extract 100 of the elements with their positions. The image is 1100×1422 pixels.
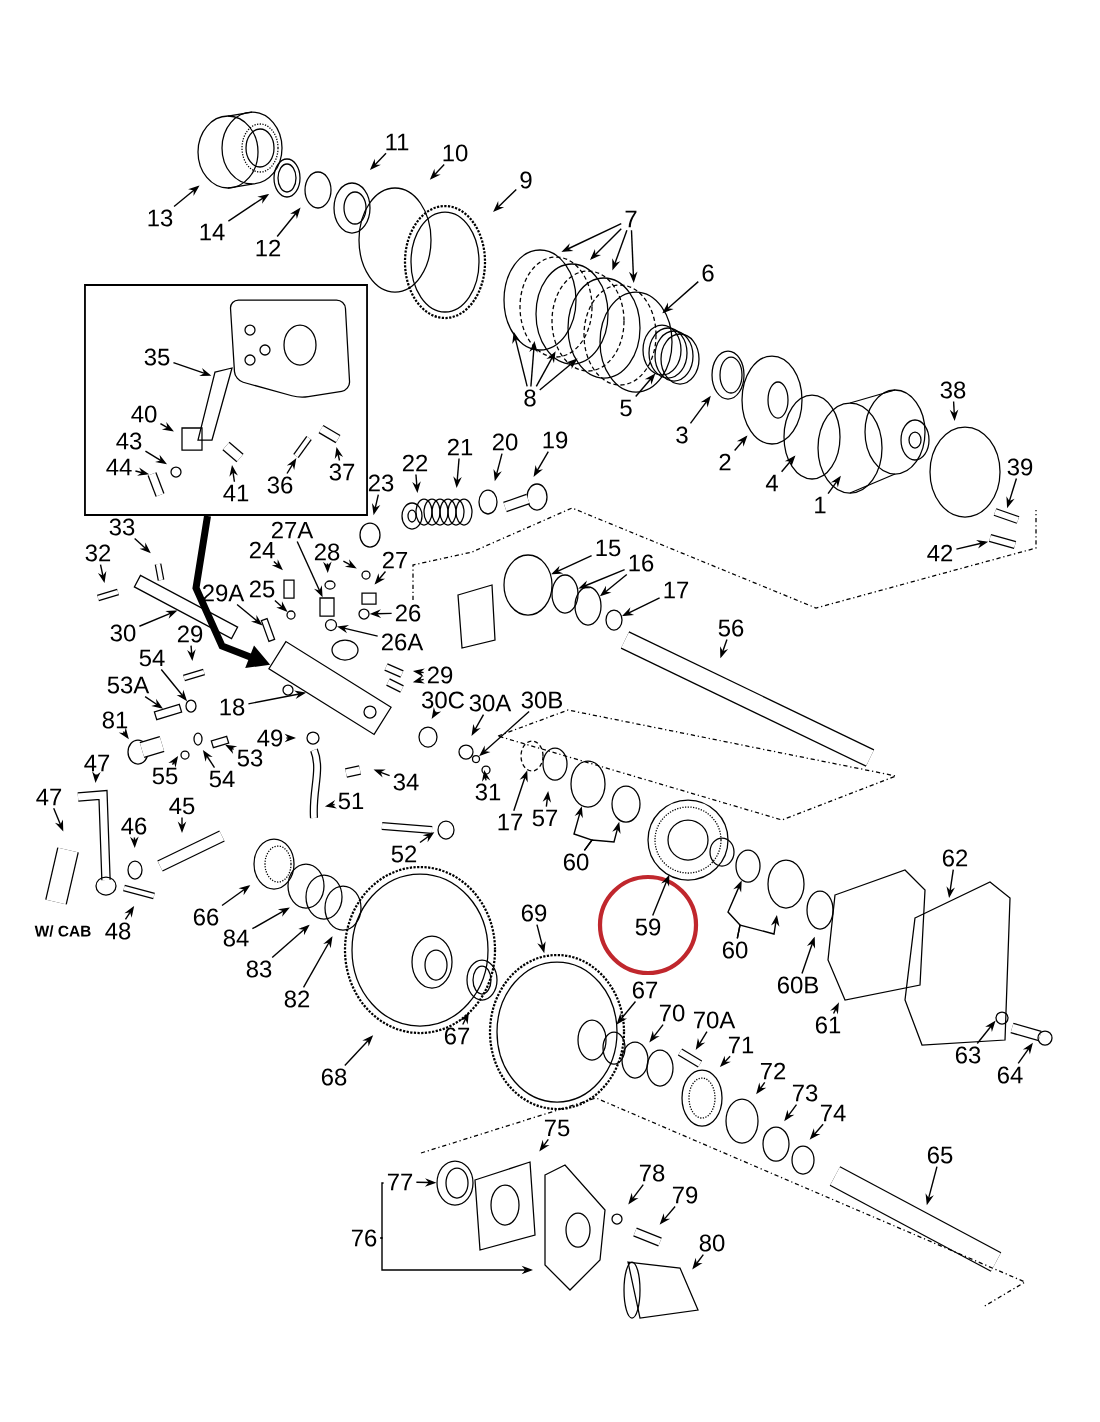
callout-number: 43 <box>116 432 142 450</box>
spring-part <box>210 735 230 749</box>
callout-number: 52 <box>391 845 417 863</box>
callout-number: 3 <box>676 426 688 444</box>
callout-number: 82 <box>284 990 310 1008</box>
callout-number: 7 <box>625 210 637 228</box>
callout-number: 20 <box>492 433 518 451</box>
callout-number: 54 <box>139 649 165 667</box>
callout-number: 29 <box>177 625 203 643</box>
callout-number: 38 <box>940 381 966 399</box>
pin-part <box>153 703 183 721</box>
callout-number: 79 <box>672 1186 698 1204</box>
ring-part <box>735 849 761 883</box>
ring-part <box>185 699 197 713</box>
callout-number: 56 <box>718 619 744 637</box>
leader-line <box>379 1182 385 1239</box>
callout-number: 32 <box>85 544 111 562</box>
callout-number: 78 <box>639 1164 665 1182</box>
callout-number: 62 <box>942 849 968 867</box>
callout-number: 24 <box>249 541 275 559</box>
callout-number: 29 <box>427 666 453 684</box>
callout-number: 19 <box>543 431 568 449</box>
callout-number: 42 <box>927 544 953 562</box>
inset-frame <box>84 284 368 516</box>
ring-part <box>471 754 481 764</box>
callout-number: 60B <box>777 976 818 994</box>
callout-number: 76 <box>351 1229 377 1247</box>
callout-number: 33 <box>109 518 135 536</box>
callout-number: 49 <box>257 729 283 747</box>
callout-number: 17 <box>664 581 689 599</box>
callout-number: 57 <box>532 809 558 827</box>
callout-number: 1 <box>815 496 826 514</box>
callout-number: 61 <box>815 1016 841 1034</box>
callout-number: 36 <box>267 476 293 494</box>
callout-number: 11 <box>386 133 409 151</box>
ring-part <box>520 740 544 772</box>
callout-number: 45 <box>169 797 195 815</box>
callout-number: 47 <box>84 754 110 772</box>
callout-number: 29A <box>202 584 245 602</box>
callout-number: 73 <box>792 1084 818 1102</box>
callout-number: 2 <box>719 453 731 471</box>
callout-number: 30A <box>469 694 512 712</box>
callout-number: 14 <box>200 223 225 241</box>
callout-number: 81 <box>102 711 128 729</box>
callout-number: 77 <box>387 1173 413 1191</box>
callout-number: 80 <box>699 1234 725 1252</box>
ring-part <box>605 609 623 631</box>
text-label: W/ CAB <box>34 925 91 937</box>
callout-number: 83 <box>246 960 272 978</box>
ring-part <box>436 1160 474 1206</box>
callout-number: 18 <box>220 698 245 716</box>
callout-number: 74 <box>820 1104 846 1122</box>
callout-number: 22 <box>402 454 428 472</box>
callout-number: 16 <box>629 554 654 572</box>
ball-part <box>324 618 338 632</box>
callout-number: 65 <box>927 1146 953 1164</box>
callout-number: 67 <box>444 1027 470 1045</box>
callout-number: 40 <box>131 405 157 423</box>
callout-number: 39 <box>1007 458 1033 476</box>
callout-number: 31 <box>475 783 501 801</box>
callout-number: 5 <box>620 399 632 417</box>
callout-number: 66 <box>193 908 219 926</box>
callout-number: 25 <box>249 580 275 598</box>
callout-number: 75 <box>544 1119 570 1137</box>
callout-number: 34 <box>393 773 419 791</box>
callout-number: 48 <box>105 922 131 940</box>
callout-number: 15 <box>596 539 621 557</box>
callout-number: 27A <box>271 521 314 539</box>
callout-number: 84 <box>223 929 249 947</box>
ring-part <box>551 574 579 614</box>
ring-part <box>574 586 602 626</box>
callout-number: 64 <box>997 1066 1023 1084</box>
callout-number: 69 <box>521 904 547 922</box>
callout-number: 72 <box>760 1062 786 1080</box>
callout-number: 41 <box>223 484 249 502</box>
callout-number: 46 <box>121 817 147 835</box>
callout-number: 4 <box>765 474 778 492</box>
callout-number: 54 <box>209 770 235 788</box>
callout-number: 21 <box>447 438 473 456</box>
callout-number: 60 <box>722 941 748 959</box>
ball-part <box>286 610 296 620</box>
callout-number: 63 <box>955 1046 981 1064</box>
callout-number: 30C <box>422 691 464 709</box>
spring-part <box>319 597 335 617</box>
callout-number: 8 <box>524 389 536 407</box>
ball-part <box>358 608 370 620</box>
callout-number: 9 <box>520 171 532 189</box>
callout-number: 70A <box>693 1011 736 1029</box>
callout-number: 17 <box>498 813 523 831</box>
ring-part <box>570 760 606 808</box>
callout-number: 27 <box>382 551 408 569</box>
callout-number: 10 <box>443 144 468 162</box>
callout-number: 30 <box>110 624 136 642</box>
callout-number: 68 <box>321 1068 347 1086</box>
callout-number: 6 <box>702 264 714 282</box>
callout-number: 47 <box>36 788 62 806</box>
callout-number: 12 <box>256 239 281 257</box>
callout-number: 28 <box>314 543 340 561</box>
callout-number: 37 <box>329 463 355 481</box>
callout-number: 71 <box>728 1036 754 1054</box>
